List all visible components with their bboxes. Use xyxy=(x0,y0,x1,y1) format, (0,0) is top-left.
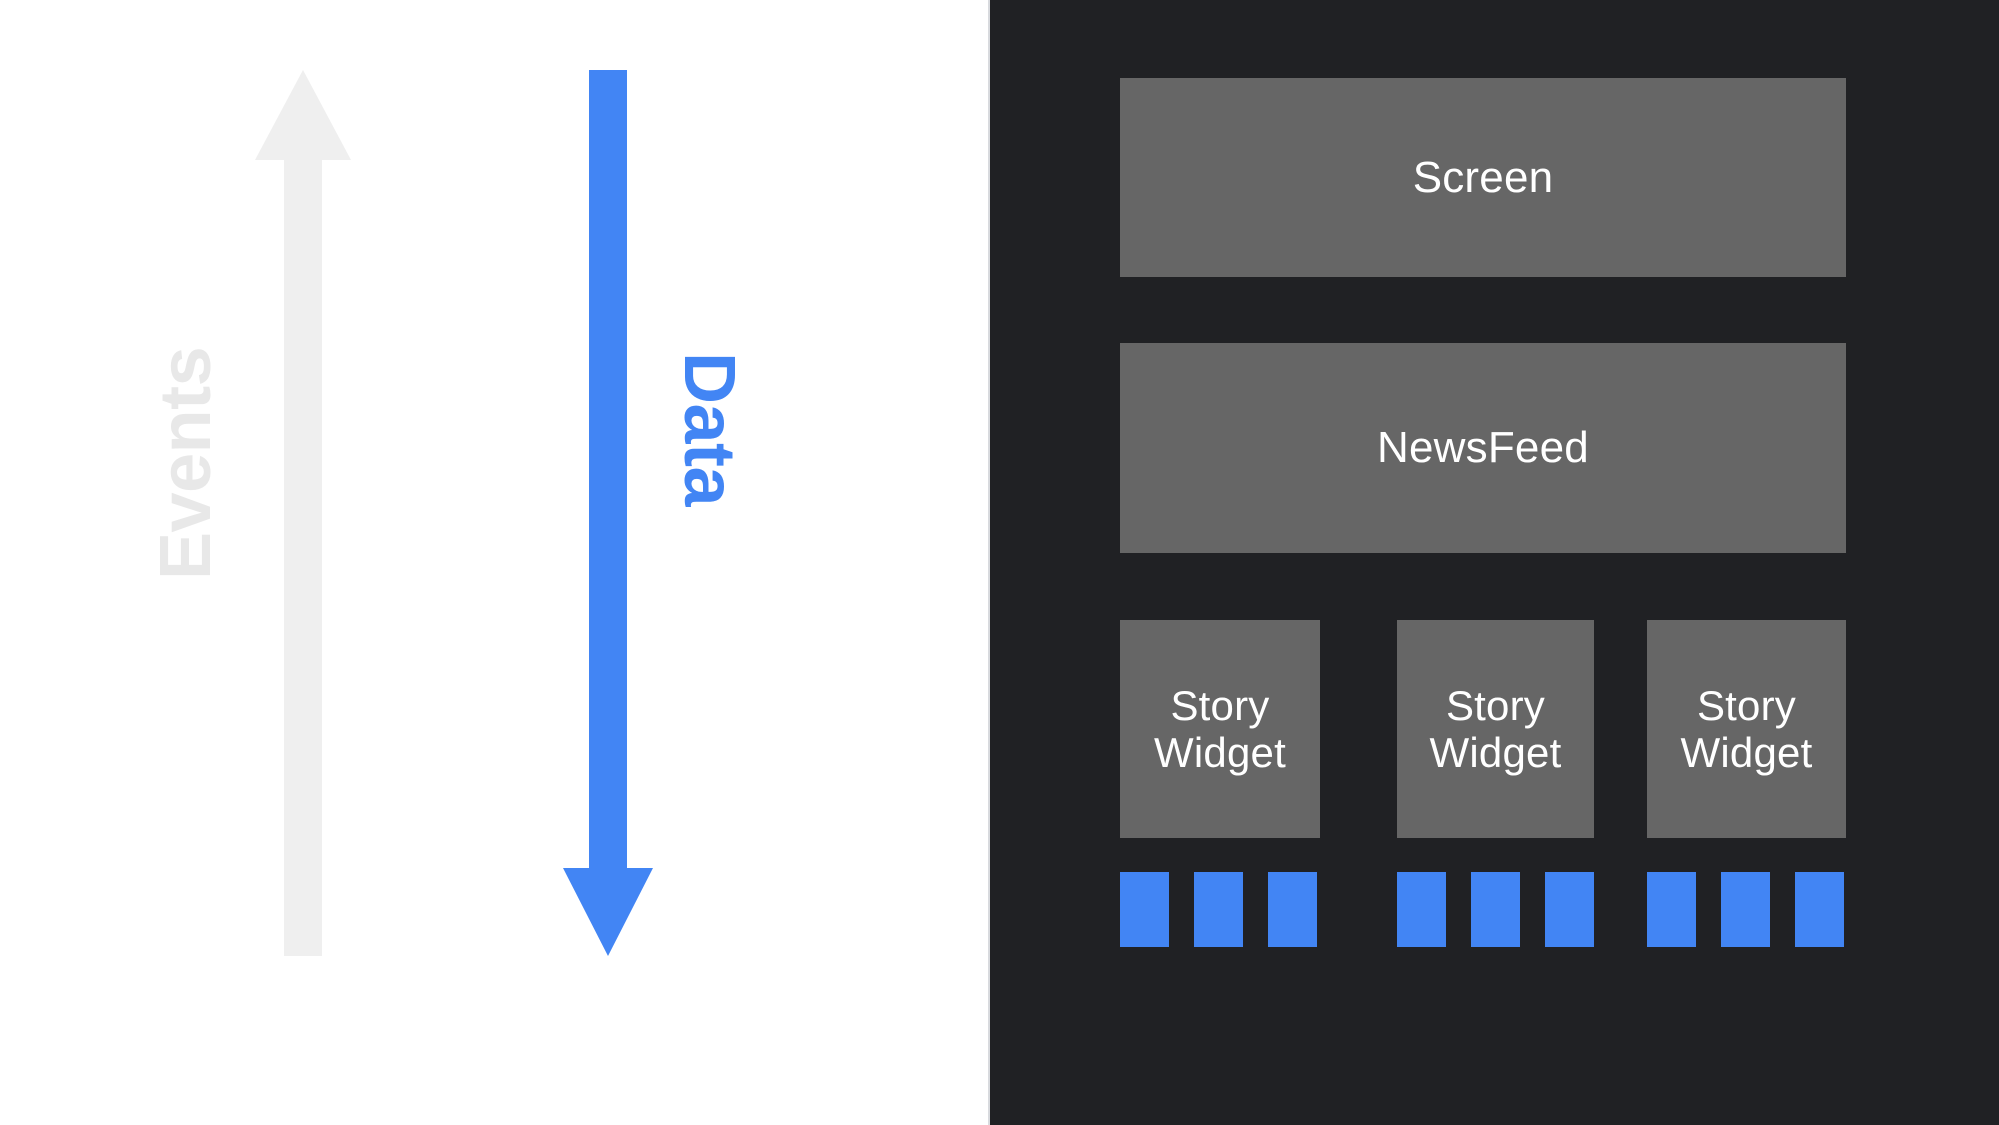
leaf-node[interactable] xyxy=(1795,872,1844,947)
node-story-widget-line1: Story xyxy=(1445,681,1545,729)
widget-tree-panel: Screen NewsFeed Story Widget Story Widge… xyxy=(990,0,1999,1125)
arrow-down-icon xyxy=(563,70,653,956)
leaf-node[interactable] xyxy=(1268,872,1317,947)
node-story-widget-line1: Story xyxy=(1170,681,1270,729)
events-axis-label: Events xyxy=(146,346,226,580)
node-story-widget-line2: Widget xyxy=(1680,729,1813,776)
leaf-node[interactable] xyxy=(1397,872,1446,947)
node-story-widget-text: Story Widget xyxy=(1681,682,1813,776)
leaf-node[interactable] xyxy=(1647,872,1696,947)
leaf-node[interactable] xyxy=(1471,872,1520,947)
leaf-node[interactable] xyxy=(1721,872,1770,947)
arrow-up-icon xyxy=(255,70,351,956)
leaf-group xyxy=(1120,872,1317,947)
leaf-node[interactable] xyxy=(1194,872,1243,947)
flow-legend-panel: Events Data xyxy=(0,0,990,1125)
node-newsfeed[interactable]: NewsFeed xyxy=(1120,343,1846,553)
node-story-widget[interactable]: Story Widget xyxy=(1120,620,1320,838)
node-story-widget-line1: Story xyxy=(1696,681,1796,729)
node-story-widget-line2: Widget xyxy=(1154,729,1286,776)
leaf-node[interactable] xyxy=(1545,872,1594,947)
node-story-widget-line2: Widget xyxy=(1429,729,1562,776)
leaf-group xyxy=(1647,872,1844,947)
node-story-widget-text: Story Widget xyxy=(1430,682,1562,776)
node-story-widget[interactable]: Story Widget xyxy=(1647,620,1846,838)
node-story-widget-text: Story Widget xyxy=(1154,682,1286,776)
leaf-node[interactable] xyxy=(1120,872,1169,947)
data-axis-label: Data xyxy=(669,352,749,507)
leaf-group xyxy=(1397,872,1594,947)
node-screen[interactable]: Screen xyxy=(1120,78,1846,277)
node-story-widget[interactable]: Story Widget xyxy=(1397,620,1594,838)
